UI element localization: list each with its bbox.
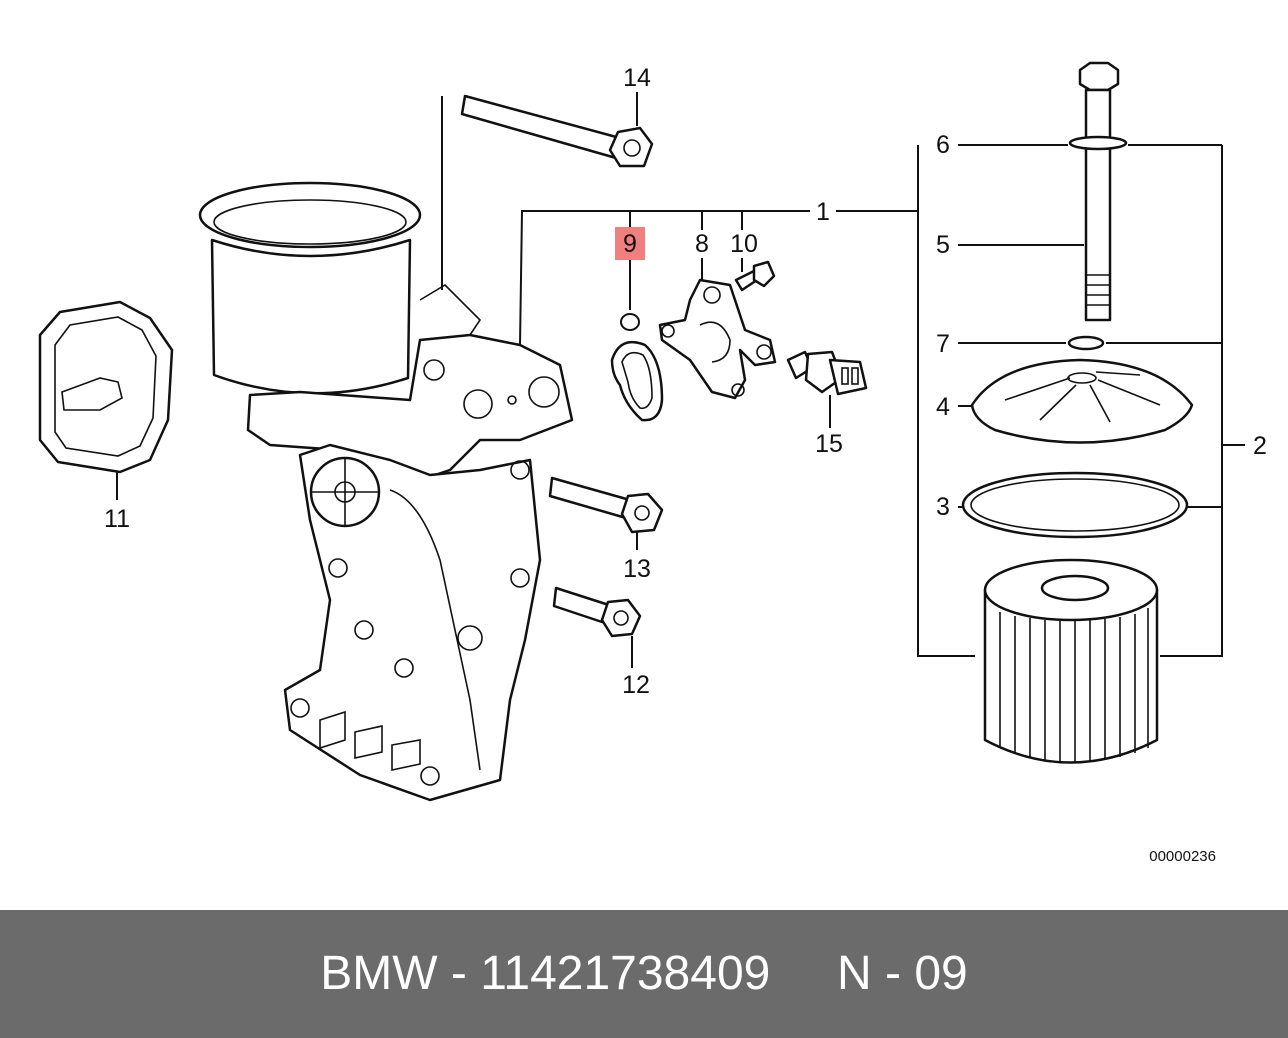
callout-1: 1 — [816, 198, 830, 226]
part-number-caption: BMW - 11421738409 N - 09 — [320, 947, 968, 1000]
callout-5: 5 — [936, 231, 950, 259]
callout-14: 14 — [623, 64, 651, 92]
callout-3: 3 — [936, 493, 950, 521]
callout-8: 8 — [695, 230, 709, 258]
o-ring-part-7[interactable] — [1067, 335, 1105, 351]
callout-15: 15 — [815, 430, 843, 458]
oil-filter-housing[interactable] — [198, 181, 574, 802]
footer-bar: BMW - 11421738409 N - 09 — [0, 910, 1288, 1038]
parts-diagram: 1 2 3 4 5 6 7 8 9 10 11 12 13 14 15 0000… — [38, 61, 1267, 865]
callout-4: 4 — [936, 393, 950, 421]
center-bolt-part-5[interactable] — [1078, 61, 1120, 322]
seal-ring-part-3[interactable] — [961, 471, 1189, 539]
callout-11: 11 — [104, 505, 130, 533]
bolt-part-13[interactable] — [548, 476, 664, 534]
callout-9-highlight — [615, 227, 645, 260]
screw-part-10[interactable] — [734, 260, 776, 292]
callout-6: 6 — [936, 131, 950, 159]
callout-13: 13 — [623, 555, 651, 583]
cover-part-8[interactable] — [658, 278, 777, 400]
callout-2: 2 — [1253, 432, 1267, 460]
seal-gasket[interactable] — [610, 340, 664, 422]
drawing-number: 00000236 — [1149, 848, 1216, 865]
callout-10: 10 — [730, 230, 758, 258]
callout-7: 7 — [936, 330, 950, 358]
gasket-part-11[interactable] — [38, 300, 174, 474]
filter-cover-part-4[interactable] — [970, 358, 1194, 444]
filter-element[interactable] — [983, 558, 1159, 764]
o-ring-part-9[interactable] — [620, 313, 640, 331]
bolt-part-12[interactable] — [552, 586, 642, 638]
bolt-part-14[interactable] — [460, 94, 654, 168]
callout-12: 12 — [622, 671, 650, 699]
sensor-part-15[interactable] — [786, 350, 868, 396]
washer-part-6[interactable] — [1068, 135, 1128, 151]
callout-9: 9 — [623, 230, 637, 258]
